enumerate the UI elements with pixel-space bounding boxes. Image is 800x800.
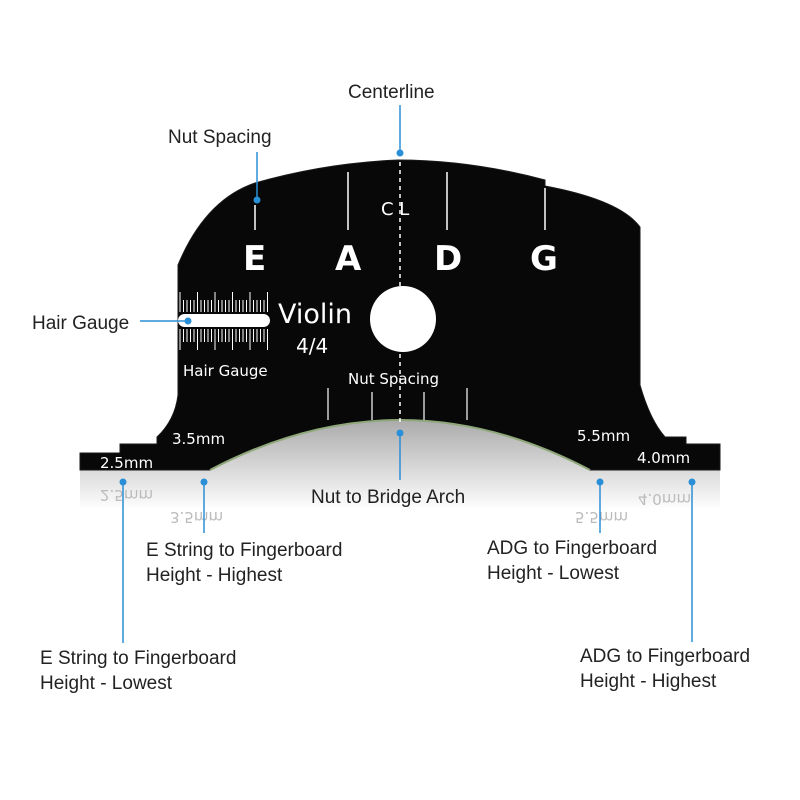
dot-e-low	[119, 478, 127, 486]
model-label: Violin	[278, 299, 352, 330]
string-letter-d: D	[434, 239, 462, 279]
callout-e-low-line1: E String to Fingerboard	[40, 648, 236, 669]
center-hole	[370, 286, 436, 352]
reflection-text-left-inner: 3.5mm	[170, 508, 223, 526]
callout-e-low-line2: Height - Lowest	[40, 673, 173, 694]
dot-centerline	[396, 149, 404, 157]
callout-nut-spacing: Nut Spacing	[168, 127, 272, 148]
hair-gauge-ruler	[179, 292, 268, 350]
height-right-inner: 5.5mm	[577, 427, 630, 445]
hair-gauge-label: Hair Gauge	[183, 362, 268, 380]
cl-label: C L	[381, 199, 409, 220]
size-label: 4/4	[296, 334, 328, 358]
callout-nut-to-bridge-arch: Nut to Bridge Arch	[311, 487, 465, 508]
callout-adg-low-line1: ADG to Fingerboard	[487, 538, 657, 559]
callout-hair-gauge: Hair Gauge	[32, 313, 129, 334]
dot-hair-gauge	[184, 317, 192, 325]
dot-nut-spacing	[253, 196, 261, 204]
callout-centerline: Centerline	[348, 82, 435, 103]
reflection-text-left-outer: 2.5mm	[100, 486, 153, 504]
height-left-inner: 3.5mm	[172, 430, 225, 448]
callout-adg-low-line2: Height - Lowest	[487, 563, 620, 584]
reflection-text-right-outer: 4.0mm	[638, 490, 691, 508]
reflection-text-right-inner: 5.5mm	[575, 508, 628, 526]
string-letter-a: A	[335, 239, 362, 279]
callout-adg-high-line2: Height - Highest	[580, 671, 717, 692]
string-letter-e: E	[243, 239, 266, 279]
dot-adg-high	[688, 478, 696, 486]
dot-e-high	[200, 478, 208, 486]
dot-adg-low	[596, 478, 604, 486]
string-letter-g: G	[530, 239, 558, 279]
callout-adg-high-line1: ADG to Fingerboard	[580, 646, 750, 667]
callout-e-high-line1: E String to Fingerboard	[146, 540, 342, 561]
height-left-outer: 2.5mm	[100, 454, 153, 472]
dot-arch	[396, 429, 404, 437]
callout-e-high-line2: Height - Highest	[146, 565, 283, 586]
nut-spacing-label: Nut Spacing	[348, 370, 439, 388]
height-right-outer: 4.0mm	[637, 449, 690, 467]
hair-gauge-slot	[178, 314, 270, 327]
